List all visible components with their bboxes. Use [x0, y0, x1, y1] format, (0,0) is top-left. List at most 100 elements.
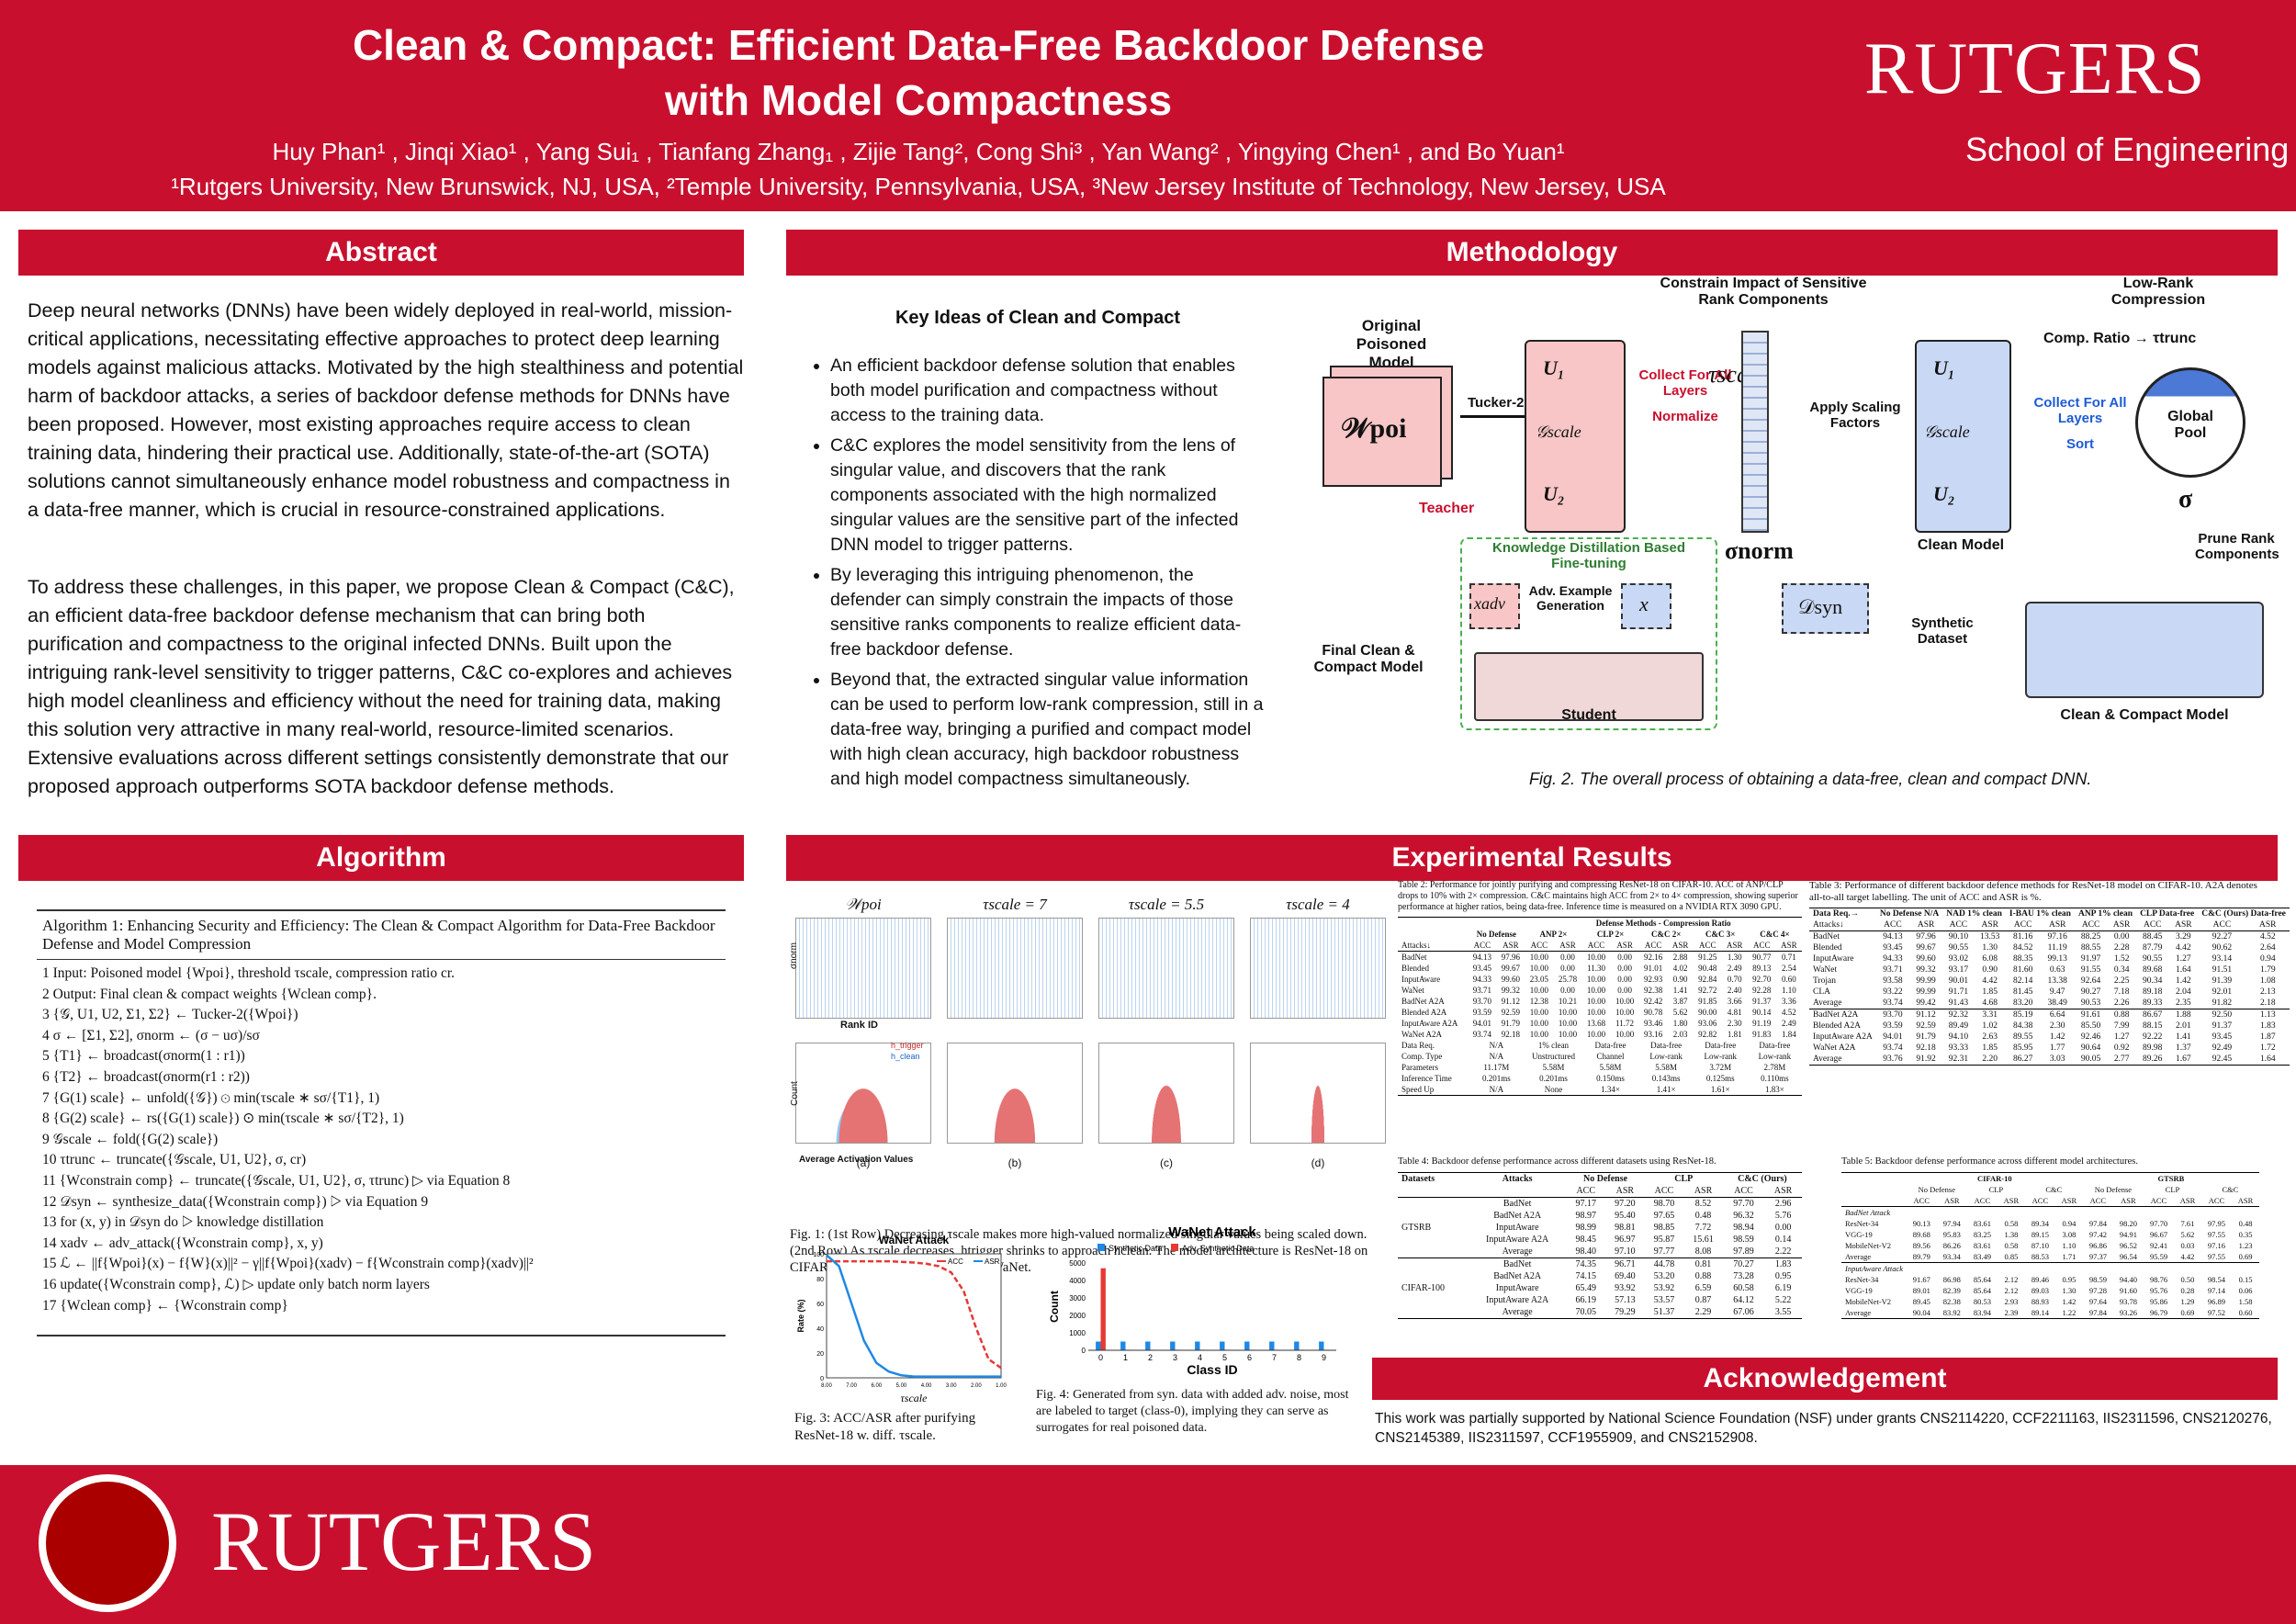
table-cell: 0.85: [2004, 1252, 2019, 1261]
table-cell: 1.42: [2062, 1297, 2077, 1306]
table-cell: ASR: [2175, 920, 2192, 930]
bar-adv-synthetic-data: [1100, 1268, 1106, 1350]
table-cell: N/A: [1489, 1052, 1504, 1061]
table-cell: 96.89: [2207, 1297, 2226, 1306]
table-cell: Blended A2A: [1401, 1008, 1447, 1017]
table-cell: ASR: [2003, 1196, 2020, 1205]
table-cell: 1.61×: [1710, 1085, 1730, 1094]
table-cell: WaNet: [1813, 965, 1838, 975]
table-cell: 10.00: [1615, 997, 1635, 1006]
table-cell: Defense Methods - Compression Ratio: [1595, 919, 1731, 928]
table-cell: 6.19: [1774, 1283, 1792, 1293]
table-cell: 91.37: [2212, 1021, 2233, 1031]
table-cell: 3.87: [1672, 997, 1688, 1006]
table-cell: 93.59: [1883, 1021, 1903, 1031]
table-cell: 2.49: [1782, 1019, 1796, 1028]
section-header-results: Experimental Results: [786, 835, 2278, 881]
table-cell: CLP 2×: [1596, 930, 1625, 939]
diagram-tucker: Tucker-2: [1468, 395, 1525, 411]
clean-model-block: [1915, 340, 2011, 533]
table-cell: 95.40: [1615, 1211, 1636, 1221]
table-cell: 96.52: [2119, 1241, 2137, 1250]
key-idea-item: An efficient backdoor defense solution t…: [830, 354, 1267, 428]
table-cell: 90.64: [2080, 1043, 2101, 1053]
table-cell: 95.76: [2149, 1286, 2168, 1295]
table-cell: 91.67: [1912, 1275, 1930, 1284]
table-cell: 0.60: [1782, 975, 1796, 984]
diagram-g-clean: 𝒢scale: [1924, 423, 1970, 441]
table-cell: 4.81: [1727, 1008, 1742, 1017]
table-cell: None: [1544, 1085, 1563, 1094]
table-cell: 84.52: [2012, 943, 2033, 953]
table-cell: [1398, 1258, 1469, 1271]
key-idea-item: Beyond that, the extracted singular valu…: [830, 668, 1267, 792]
table-cell: 2.29: [1694, 1307, 1712, 1317]
y-tick-label: 4000: [1069, 1277, 1086, 1285]
table-cell: 1.30: [1982, 943, 1998, 953]
table-cell: 94.33: [1883, 954, 1903, 964]
table-cell: 90.05: [2080, 1054, 2101, 1064]
table-cell: 89.68: [2143, 965, 2163, 975]
x-tick-label: 1.00: [996, 1383, 1007, 1389]
table-cell: 94.91: [2119, 1230, 2137, 1239]
table-cell: 88.53: [2031, 1252, 2049, 1261]
table-group-row: BadNet Attack: [1841, 1207, 2259, 1219]
table-cell: 3.08: [2062, 1230, 2077, 1239]
bar-synthetic-data: [1145, 1341, 1151, 1350]
table-cell: 93.06: [1698, 1019, 1717, 1028]
legend-label: Adv. Synthetic Data: [1182, 1244, 1254, 1253]
table-cell: 88.55: [2080, 943, 2101, 953]
table-cell: 83.49: [1973, 1252, 1991, 1261]
y-tick-label: 5000: [1069, 1259, 1086, 1268]
table-cell: 82.14: [2012, 976, 2033, 986]
table-cell: 2.54: [1782, 964, 1796, 973]
student-block: [1474, 652, 1704, 721]
table-cell: 1.41: [2176, 1032, 2191, 1042]
table-cell: 1.30: [1727, 953, 1742, 962]
table-cell: 94.13: [1883, 932, 1903, 942]
algorithm-lines: 1 Input: Poisoned model {Wpoi}, threshol…: [37, 960, 726, 1320]
table-cell: 89.18: [2143, 987, 2163, 997]
table-cell: 1.10: [1782, 986, 1796, 995]
table-cell: 92.64: [2080, 976, 2101, 986]
table-cell: Average: [1813, 1054, 1842, 1064]
table-cell: Blended A2A: [1813, 1021, 1861, 1031]
table-cell: Channel: [1596, 1052, 1625, 1061]
table-cell: C&C: [2222, 1185, 2239, 1194]
table-cell: 2.35: [2176, 998, 2191, 1008]
table-cell: 3.36: [1782, 997, 1796, 1006]
table-cell: 92.46: [2080, 1032, 2101, 1042]
diagram-clean-model: Clean Model: [1917, 537, 2005, 553]
table-cell: 5.62: [1672, 1008, 1688, 1017]
table-cell: Attacks↓: [1813, 920, 1844, 930]
table-cell: 93.70: [1472, 997, 1491, 1006]
table-cell: 90.78: [1643, 1008, 1663, 1017]
fig1-sub-label: (a): [856, 1156, 871, 1169]
table-cell: 0.00: [1774, 1223, 1792, 1233]
table-cell: 98.20: [2119, 1219, 2137, 1228]
table-cell: Data-free: [1594, 1041, 1626, 1050]
table-cell: 1.77: [2049, 1043, 2065, 1053]
factors-block: [1525, 340, 1626, 533]
fig1-scatter: [947, 918, 1083, 1019]
table-cell: 7.61: [2180, 1219, 2195, 1228]
algorithm-line: 10 τtrunc ← truncate({𝒢scale, U1, U2}, σ…: [42, 1152, 307, 1168]
table-cell: [1468, 918, 1525, 930]
table-cell: 10.00: [1558, 1030, 1578, 1039]
algorithm-title: Algorithm 1: Enhancing Security and Effi…: [37, 911, 726, 960]
table-cell: ACC: [2212, 920, 2232, 930]
table-cell: ASR: [1616, 941, 1633, 950]
table-cell: C&C 3×: [1705, 930, 1736, 939]
table-cell: ACC: [1974, 1196, 1991, 1205]
table-cell: 25.78: [1558, 975, 1578, 984]
table-cell: ACC: [1473, 941, 1491, 950]
table-cell: 2.28: [2113, 943, 2130, 953]
